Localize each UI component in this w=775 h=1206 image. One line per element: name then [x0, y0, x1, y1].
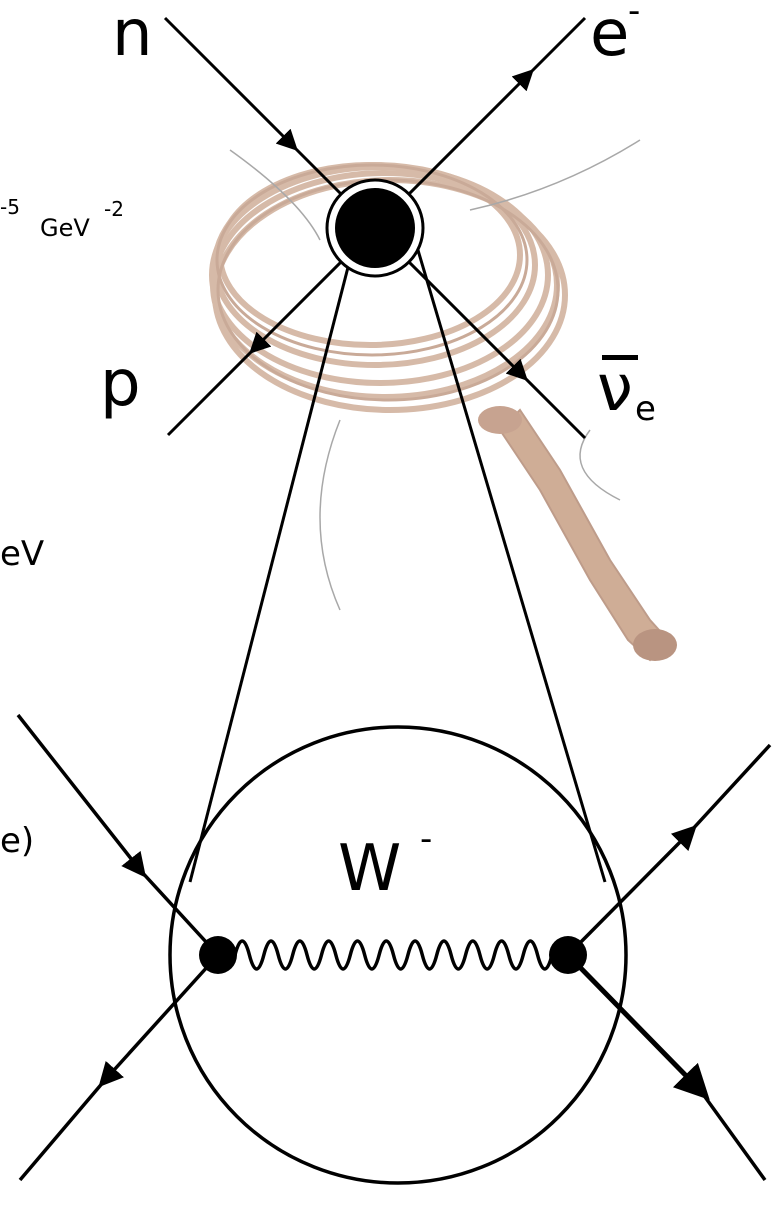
electron-line-tail — [528, 18, 585, 75]
label-electron-charge: - — [628, 0, 640, 31]
antineutrino-bar — [602, 355, 638, 360]
right-vertex-dot — [549, 936, 587, 974]
antineutrino-out-tail — [700, 1090, 765, 1180]
effective-vertex-dot — [335, 188, 415, 268]
side-text-paren: e) — [0, 821, 34, 861]
electron-out-line — [568, 832, 690, 955]
label-neutron: n — [112, 0, 153, 71]
outgoing-quark-tail — [20, 1080, 105, 1180]
electron-out-tail — [690, 745, 770, 832]
side-text-unit: GeV — [40, 214, 90, 242]
left-vertex-dot — [199, 936, 237, 974]
side-text-unit-exponent: -2 — [104, 197, 124, 221]
w-boson-propagator — [235, 941, 552, 969]
side-text-exponent: -5 — [0, 195, 20, 219]
label-proton: p — [100, 347, 141, 421]
outgoing-quark-line — [105, 955, 218, 1080]
bottom-vertex — [18, 715, 770, 1180]
label-w-boson: W — [338, 832, 401, 906]
label-electron: e — [590, 0, 629, 71]
antineutrino-out-line — [568, 955, 700, 1090]
side-text-ev: eV — [0, 534, 44, 574]
magnifying-glass-icon — [200, 80, 720, 680]
label-w-charge: - — [420, 819, 432, 859]
label-antineutrino: ν — [597, 352, 633, 426]
label-antineutrino-subscript: e — [635, 389, 656, 429]
incoming-quark-line — [18, 715, 140, 870]
